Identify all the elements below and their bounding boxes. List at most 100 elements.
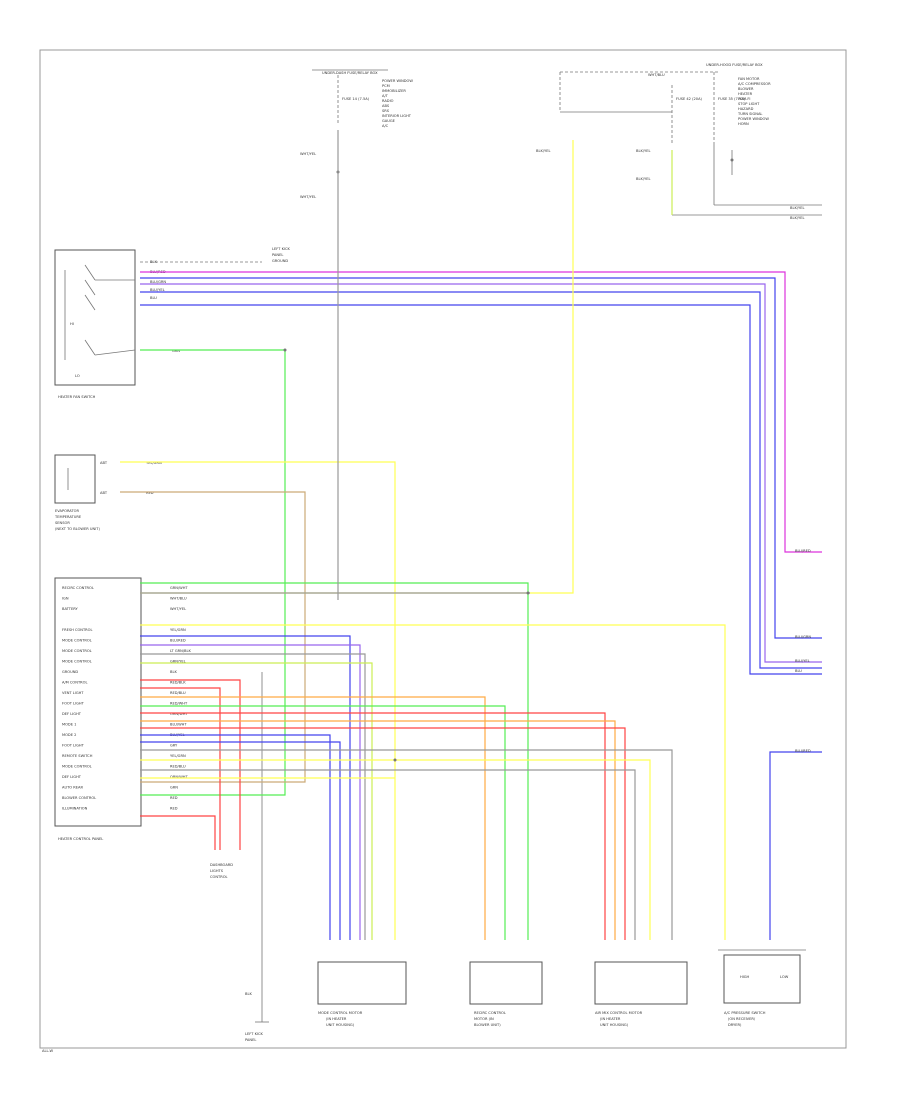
control-panel-pin-label: BLOWER CONTROL	[62, 796, 96, 800]
switch-label-lo: LO	[75, 374, 80, 378]
fuse-box-top: UNDER-DASH FUSE/RELAY BOX FUSE 14 (7.5A)…	[300, 69, 413, 199]
wire-label: GRN	[172, 349, 180, 353]
sensor-name: EVAPORATOR	[55, 509, 80, 513]
control-panel-name: HEATER CONTROL PANEL	[58, 837, 103, 841]
connector-air-mix: AIR MIX CONTROL MOTOR (IN HEATER UNIT HO…	[594, 961, 688, 1027]
sensor-name: SENSOR	[55, 521, 70, 525]
wire-blue	[140, 741, 341, 940]
control-panel-pin-label: AUTO REAR	[62, 786, 83, 790]
svg-text:BLU/YEL: BLU/YEL	[795, 659, 810, 663]
heater-fan-switch-name: HEATER FAN SWITCH	[58, 395, 96, 399]
svg-text:PCM: PCM	[382, 84, 390, 88]
svg-text:RADIO: RADIO	[382, 99, 394, 103]
connector-recirc-control: RECIRC CONTROL MOTOR (IN BLOWER UNIT)	[469, 961, 543, 1027]
ground-note: PANEL	[272, 253, 283, 257]
control-panel-box	[54, 577, 142, 827]
control-panel-pin-label: IGN	[62, 597, 69, 601]
wire-label: BLU/YEL	[150, 288, 165, 292]
svg-text:PANEL: PANEL	[245, 1038, 256, 1042]
svg-text:ABS: ABS	[382, 104, 390, 108]
splice-point	[393, 758, 397, 762]
control-panel-wire-label: GRN/WHT	[170, 586, 188, 590]
sensor-pin: ABT	[100, 491, 108, 495]
control-panel-pin-label: MODE CONTROL	[62, 765, 92, 769]
svg-text:HIGH: HIGH	[740, 975, 750, 979]
control-panel-pin-label: GROUND	[62, 670, 78, 674]
svg-text:A/C: A/C	[382, 124, 389, 128]
fuse-box-top-notes: POWER WINDOW PCM IMMOBILIZER A/T RADIO A…	[382, 79, 413, 128]
wire-yellow	[140, 759, 651, 940]
svg-text:UNIT HOUSING): UNIT HOUSING)	[600, 1023, 629, 1027]
svg-text:HEATER: HEATER	[738, 92, 753, 96]
wire-green	[140, 349, 286, 796]
wire-red	[140, 815, 216, 850]
connector-mode-control: MODE CONTROL MOTOR (IN HEATER UNIT HOUSI…	[317, 961, 407, 1027]
control-panel-wire-label: GRN	[170, 786, 178, 790]
diagram-frame	[39, 49, 847, 1049]
svg-text:AIR MIX CONTROL MOTOR: AIR MIX CONTROL MOTOR	[595, 1011, 643, 1015]
svg-text:A/C PRESSURE SWITCH: A/C PRESSURE SWITCH	[724, 1011, 766, 1015]
wire-red	[140, 687, 221, 850]
control-panel-wire-label: GRY	[170, 744, 178, 748]
sensor-box	[54, 454, 96, 504]
svg-text:POWER WINDOW: POWER WINDOW	[738, 117, 769, 121]
svg-text:POWER WINDOW: POWER WINDOW	[382, 79, 413, 83]
fuse-box-right-notes: FAN MOTOR A/C COMPRESSOR BLOWER HEATER P…	[737, 77, 771, 126]
fuse-box-top-title: UNDER-DASH FUSE/RELAY BOX	[322, 71, 378, 75]
connector-ac-pressure-switch: HIGH LOW A/C PRESSURE SWITCH (ON RECEIVE…	[718, 949, 806, 1027]
wire-red	[140, 712, 606, 940]
wire-label: BLK/YEL	[636, 177, 651, 181]
svg-text:TURN SIGNAL: TURN SIGNAL	[737, 112, 762, 116]
svg-text:LEFT KICK: LEFT KICK	[245, 1032, 264, 1036]
ground-note-bottom: BLK LEFT KICK PANEL	[245, 672, 269, 1042]
control-panel-pin-label: MODE 1	[62, 723, 76, 727]
control-panel-wire-label: RED/WHT	[170, 702, 188, 706]
sensor-name: (NEXT TO BLOWER UNIT)	[55, 527, 100, 531]
control-panel-pin-label: FOOT LIGHT	[62, 702, 85, 706]
svg-text:MOTOR (IN: MOTOR (IN	[474, 1017, 494, 1021]
control-panel-wire-label: RED	[170, 807, 178, 811]
svg-text:FAN MOTOR: FAN MOTOR	[738, 77, 760, 81]
wire-brown	[120, 491, 306, 783]
control-panel-wire-label: YEL/GRN	[170, 754, 186, 758]
wire-green	[140, 582, 529, 940]
wire-blue	[140, 635, 351, 940]
wire-blue	[140, 734, 331, 940]
illumination-note: DASHBOARD LIGHTS CONTROL	[210, 863, 233, 879]
control-panel-pin-label: ILLUMINATION	[62, 807, 88, 811]
svg-text:PGM-FI: PGM-FI	[738, 97, 750, 101]
sensor-pin: ABT	[100, 461, 108, 465]
control-panel-wire-label: RED	[170, 796, 178, 800]
wire-label: BLK/YEL	[790, 216, 805, 220]
fuse-box-right-wire-top: WHT/BLU	[648, 73, 665, 77]
control-panel-pin-label: MODE CONTROL	[62, 649, 92, 653]
control-panel-pin-label: VENT LIGHT	[62, 691, 84, 695]
fuse-label: FUSE 35 (7.5A)	[718, 97, 746, 101]
wire-label: WHT/YEL	[300, 152, 316, 156]
wire-magenta	[140, 271, 822, 553]
wire-gray	[140, 653, 366, 940]
control-panel-wire-label: RED/BLK	[170, 681, 186, 685]
wire-yellow	[140, 140, 574, 594]
wire-orange	[140, 696, 486, 940]
wire-violet	[140, 644, 361, 940]
wire-blue	[140, 291, 822, 669]
wire-red	[140, 727, 626, 940]
wire-blue	[140, 304, 822, 675]
colored-wires	[120, 130, 822, 940]
wire-label: BLU	[150, 296, 157, 300]
svg-text:DRYER): DRYER)	[728, 1023, 742, 1027]
control-panel-wire-label: GRN/YEL	[170, 660, 186, 664]
fuse-box-top-fuse: FUSE 14 (7.5A)	[342, 97, 370, 101]
heater-fan-switch-box	[54, 249, 136, 386]
control-panel-wire-label: WHT/YEL	[170, 607, 186, 611]
control-panel-wire-label: ORN/WHT	[170, 775, 188, 779]
splice-point	[526, 591, 530, 595]
wire-label: BLK/YEL	[636, 149, 651, 153]
control-panel-pin-label: RECIRC CONTROL	[62, 586, 94, 590]
heater-control-panel: HEATER CONTROL PANEL RECIRC CONTROL GRN/W…	[54, 577, 191, 841]
wire-gray	[140, 749, 673, 940]
svg-text:DASHBOARD: DASHBOARD	[210, 863, 233, 867]
wire-label: BLK/YEL	[790, 206, 805, 210]
svg-text:BLU/RED: BLU/RED	[795, 549, 811, 553]
